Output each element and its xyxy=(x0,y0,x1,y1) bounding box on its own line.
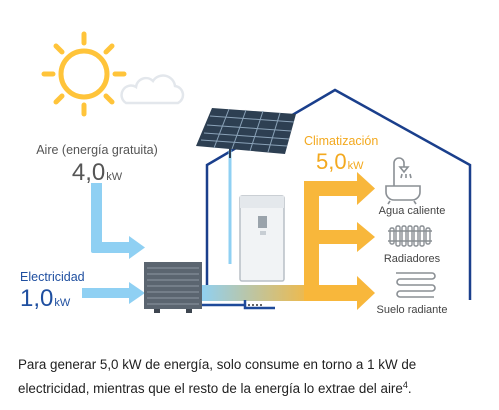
caption-footnote: 4 xyxy=(402,380,408,390)
outdoor-heat-pump-unit xyxy=(144,262,202,313)
electricity-value: 1,0kW xyxy=(20,285,71,312)
radiator-icon xyxy=(388,225,432,247)
air-label: Aire (energía gratuita) xyxy=(36,143,158,157)
electricity-value-unit: kW xyxy=(54,297,71,309)
climatization-label: Climatización xyxy=(304,134,378,148)
cloud-icon xyxy=(120,74,185,105)
house-outline xyxy=(205,88,472,300)
climatization-value: 5,0kW xyxy=(316,149,364,174)
output-label-underfloor: Suelo radiante xyxy=(377,304,448,316)
caption: Para generar 5,0 kW de energía, solo con… xyxy=(18,355,488,399)
solar-panel-icon xyxy=(196,108,296,158)
climatization-value-number: 5,0 xyxy=(316,149,347,174)
air-value-number: 4,0 xyxy=(72,159,105,186)
sun-icon xyxy=(41,31,127,117)
caption-text: Para generar 5,0 kW de energía, solo con… xyxy=(18,357,417,396)
air-value: 4,0kW xyxy=(72,159,123,186)
climatization-arrows xyxy=(304,172,375,310)
output-label-hot-water: Agua caliente xyxy=(379,205,446,217)
electricity-arrow xyxy=(82,282,145,304)
underfloor-heating-icon xyxy=(396,272,436,298)
climatization-value-unit: kW xyxy=(348,160,365,172)
indoor-unit xyxy=(239,195,285,282)
bathtub-icon xyxy=(385,157,421,205)
electricity-label: Electricidad xyxy=(20,270,85,284)
caption-end: . xyxy=(407,381,412,396)
air-value-unit: kW xyxy=(106,171,123,183)
output-label-radiators: Radiadores xyxy=(384,253,441,265)
electricity-value-number: 1,0 xyxy=(20,285,53,312)
energy-flow-diagram: Aire (energía gratuita) 4,0kW Electricid… xyxy=(20,31,472,316)
air-arrow xyxy=(91,183,145,259)
heat-flow-main xyxy=(200,285,318,301)
